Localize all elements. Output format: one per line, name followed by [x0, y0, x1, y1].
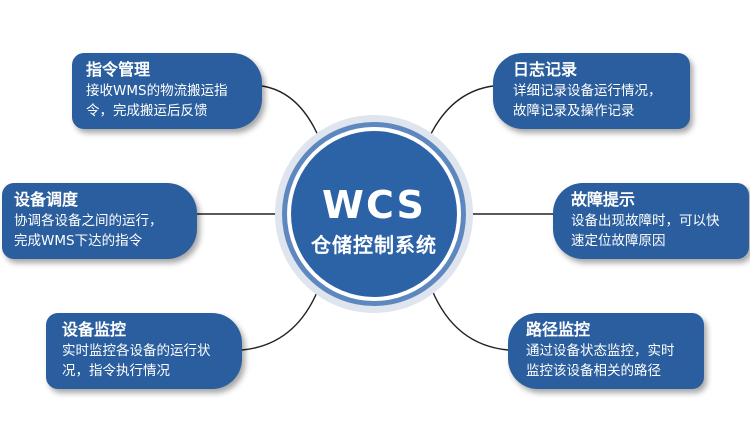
connector-log	[427, 85, 494, 141]
card-desc-line: 速定位故障原因	[571, 233, 666, 249]
card-desc-line: 令，完成搬运后反馈	[86, 103, 208, 119]
card-desc-line: 况，指令执行情况	[62, 363, 170, 379]
card-device-scheduling: 设备调度 协调各设备之间的运行， 完成WMS下达的指令	[2, 183, 197, 259]
card-title: 路径监控	[526, 320, 591, 339]
card-desc-line: 协调各设备之间的运行，	[14, 213, 163, 229]
card-desc-line: 故障记录及操作记录	[513, 103, 635, 119]
card-device-monitoring: 设备监控 实时监控各设备的运行状 况，指令执行情况	[46, 313, 242, 389]
card-desc-line: 接收WMS的物流搬运指	[86, 83, 228, 99]
connector-mon	[241, 289, 319, 351]
card-title: 设备监控	[62, 320, 127, 339]
card-title: 故障提示	[571, 190, 636, 209]
card-desc-line: 监控该设备相关的路径	[526, 363, 661, 379]
card-title: 日志记录	[513, 60, 578, 79]
card-fault-alert: 故障提示 设备出现故障时，可以快 速定位故障原因	[553, 183, 749, 259]
card-desc-line: 详细记录设备运行情况，	[513, 83, 662, 99]
card-log-recording: 日志记录 详细记录设备运行情况， 故障记录及操作记录	[493, 53, 690, 129]
card-title: 指令管理	[86, 60, 151, 79]
card-path-monitoring: 路径监控 通过设备状态监控，实时 监控该设备相关的路径	[508, 313, 704, 389]
hub	[275, 115, 473, 313]
hub-subtitle: 仓储控制系统	[311, 233, 437, 257]
connectors	[197, 85, 553, 351]
card-desc-line: 完成WMS下达的指令	[14, 233, 143, 249]
connector-path	[431, 289, 509, 351]
card-desc-line: 通过设备状态监控，实时	[526, 343, 675, 359]
hub-core	[291, 131, 457, 297]
connector-cmd	[261, 85, 321, 141]
card-desc-line: 设备出现故障时，可以快	[571, 213, 720, 229]
card-command-management: 指令管理 接收WMS的物流搬运指 令，完成搬运后反馈	[72, 53, 262, 129]
hub-title: WCS	[322, 183, 426, 227]
card-desc-line: 实时监控各设备的运行状	[62, 343, 211, 359]
card-title: 设备调度	[14, 190, 79, 209]
